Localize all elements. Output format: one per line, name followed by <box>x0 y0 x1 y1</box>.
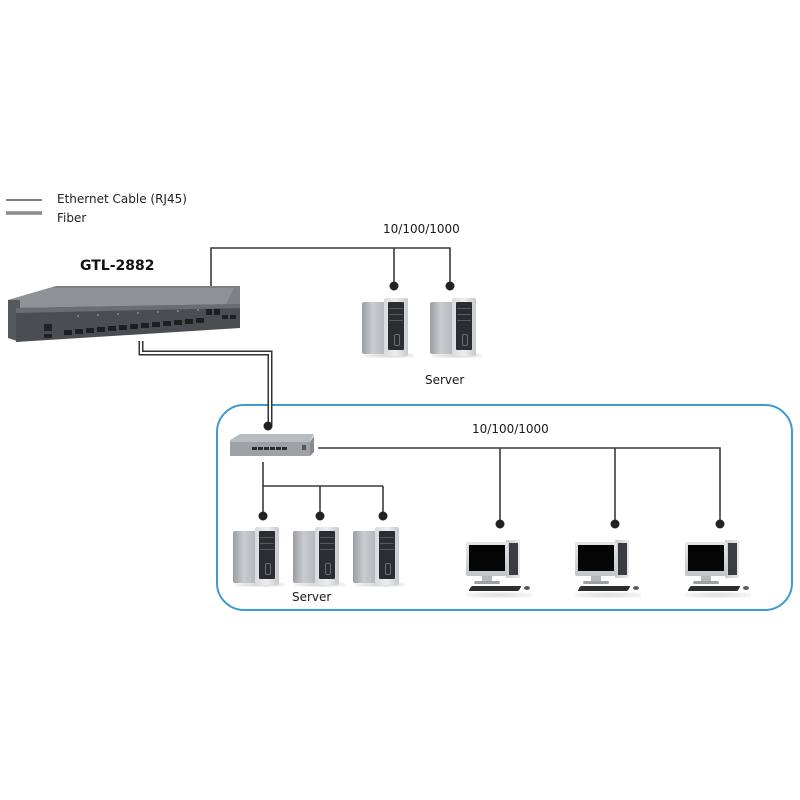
legend-fiber-label: Fiber <box>57 211 87 225</box>
desktop-pc-icon <box>685 540 751 598</box>
ethernet-switch-to-servers <box>262 462 384 514</box>
desktop-pc-icon <box>466 540 532 598</box>
connector-dot <box>715 519 725 529</box>
top-servers-label: Server <box>425 373 465 387</box>
legend-swatches <box>6 199 42 215</box>
fiber-core-to-access-switch <box>138 341 273 425</box>
ethernet-core-to-servers <box>210 247 451 312</box>
desktop-switch-icon <box>226 434 314 460</box>
server-tower-icon <box>362 298 414 358</box>
connector-dot <box>389 281 399 291</box>
top-speed-label: 10/100/1000 <box>383 222 460 236</box>
connector-dot <box>263 421 273 431</box>
access-servers-label: Server <box>292 590 332 604</box>
rack-switch-icon <box>8 286 240 342</box>
connector-dot <box>378 511 388 521</box>
server-tower-icon <box>353 527 405 587</box>
server-tower-icon <box>293 527 345 587</box>
desktop-pc-icon <box>575 540 641 598</box>
legend-ethernet-label: Ethernet Cable (RJ45) <box>57 192 187 206</box>
connector-dot <box>445 281 455 291</box>
ethernet-switch-to-workstations <box>318 447 721 522</box>
connector-dot <box>495 519 505 529</box>
server-tower-icon <box>430 298 482 358</box>
access-speed-label: 10/100/1000 <box>472 422 549 436</box>
connector-dot <box>610 519 620 529</box>
server-tower-icon <box>233 527 285 587</box>
access-group-box <box>216 404 793 611</box>
connector-dot <box>315 511 325 521</box>
core-switch-model-label: GTL-2882 <box>80 258 155 274</box>
connector-dot <box>258 511 268 521</box>
